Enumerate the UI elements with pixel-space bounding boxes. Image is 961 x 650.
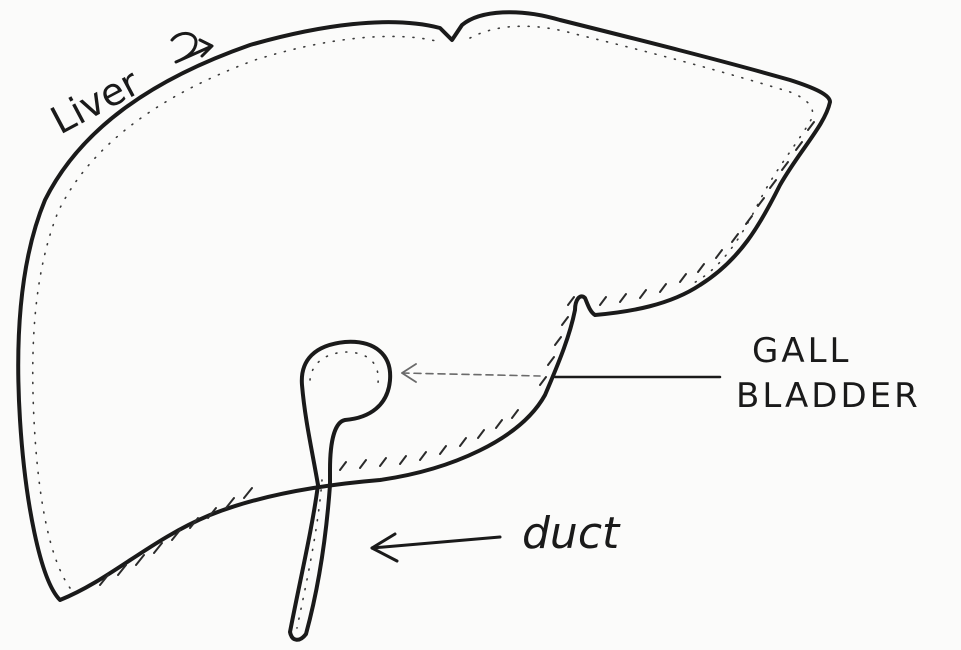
bladder-label: BLADDER: [736, 376, 921, 416]
bile-duct: [290, 485, 330, 640]
duct-label: duct: [522, 508, 621, 559]
liver-surface-dots: [33, 26, 813, 588]
duct-pointer: [372, 534, 500, 561]
liver-label-arrow: [172, 33, 212, 62]
gall-bladder-pointer: [402, 364, 720, 382]
gall-label: GALL: [752, 331, 852, 371]
